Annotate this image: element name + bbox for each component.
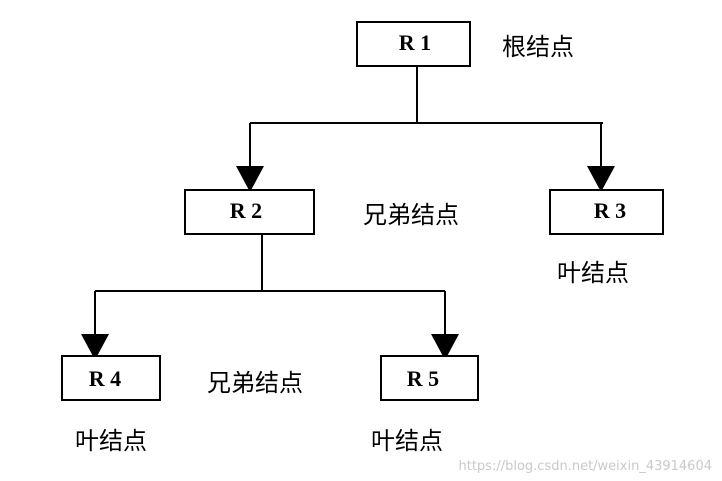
annotation-sibling-level3: 兄弟结点 bbox=[207, 369, 303, 397]
annotation-leaf-r4: 叶结点 bbox=[75, 427, 147, 455]
arrowhead-r3 bbox=[587, 166, 615, 192]
node-r1: R 1 bbox=[356, 21, 471, 67]
node-r2: R 2 bbox=[184, 189, 315, 235]
node-box-r4 bbox=[61, 355, 161, 401]
annotation-leaf-r5: 叶结点 bbox=[371, 427, 443, 455]
node-label-r4: R 4 bbox=[89, 366, 121, 391]
annotation-sibling-level2: 兄弟结点 bbox=[363, 201, 459, 229]
node-box-r1 bbox=[356, 21, 471, 67]
node-r5: R 5 bbox=[380, 355, 479, 401]
node-label-r1: R 1 bbox=[399, 30, 431, 55]
node-box-r2 bbox=[184, 189, 315, 235]
node-box-r3 bbox=[549, 189, 664, 235]
node-label-r2: R 2 bbox=[230, 198, 262, 223]
node-label-r3: R 3 bbox=[594, 198, 626, 223]
edges-r1 bbox=[236, 66, 615, 192]
arrowhead-r4 bbox=[81, 334, 109, 360]
node-r3: R 3 bbox=[549, 189, 664, 235]
arrowhead-r2 bbox=[236, 166, 264, 192]
watermark-text: https://blog.csdn.net/weixin_43914604 bbox=[458, 459, 712, 474]
node-r4: R 4 bbox=[61, 355, 161, 401]
arrowhead-r5 bbox=[431, 334, 459, 360]
annotation-root: 根结点 bbox=[502, 33, 574, 61]
node-label-r5: R 5 bbox=[407, 366, 439, 391]
node-box-r5 bbox=[380, 355, 479, 401]
annotation-leaf-r3: 叶结点 bbox=[557, 259, 629, 287]
edges-r2 bbox=[81, 234, 459, 360]
